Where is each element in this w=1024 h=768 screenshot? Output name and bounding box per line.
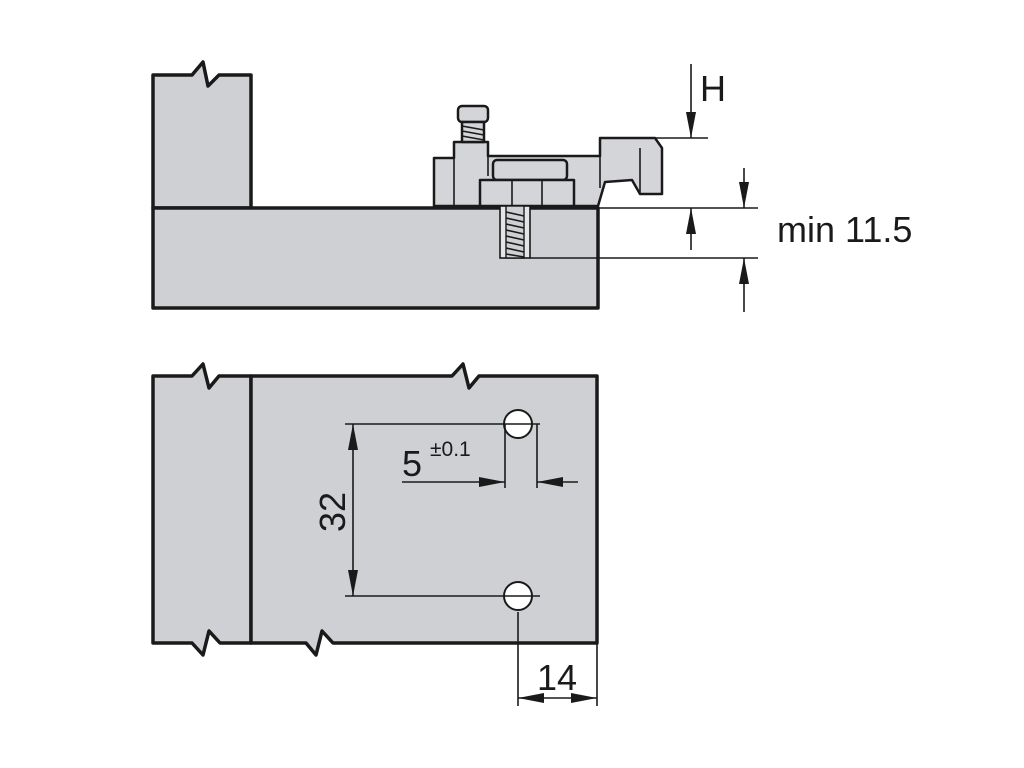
dimension-h-label: H [700,68,726,109]
dimension-hole-offset [402,424,578,488]
side-view: H min 11.5 [151,60,912,312]
side-view-vertical-panel [151,60,253,210]
dimension-offset-label: 5 [402,443,422,484]
dimension-min-depth [739,168,749,312]
dimension-edge-label: 14 [537,657,577,698]
top-view-cabinet-side [249,362,599,657]
dimension-hole-spacing [345,423,540,597]
dimension-edge-distance [517,612,598,706]
fixing-screw-head [478,158,576,208]
dimension-h [686,64,696,250]
top-view-front-panel [151,362,253,657]
adjustment-screw [456,104,490,144]
top-view: 32 5 ±0.1 14 [151,362,599,706]
dimension-min-label: min 11.5 [777,209,912,250]
dimension-spacing-label: 32 [312,492,353,532]
threaded-screw-shaft [499,205,531,259]
dimension-offset-tolerance: ±0.1 [430,438,471,461]
